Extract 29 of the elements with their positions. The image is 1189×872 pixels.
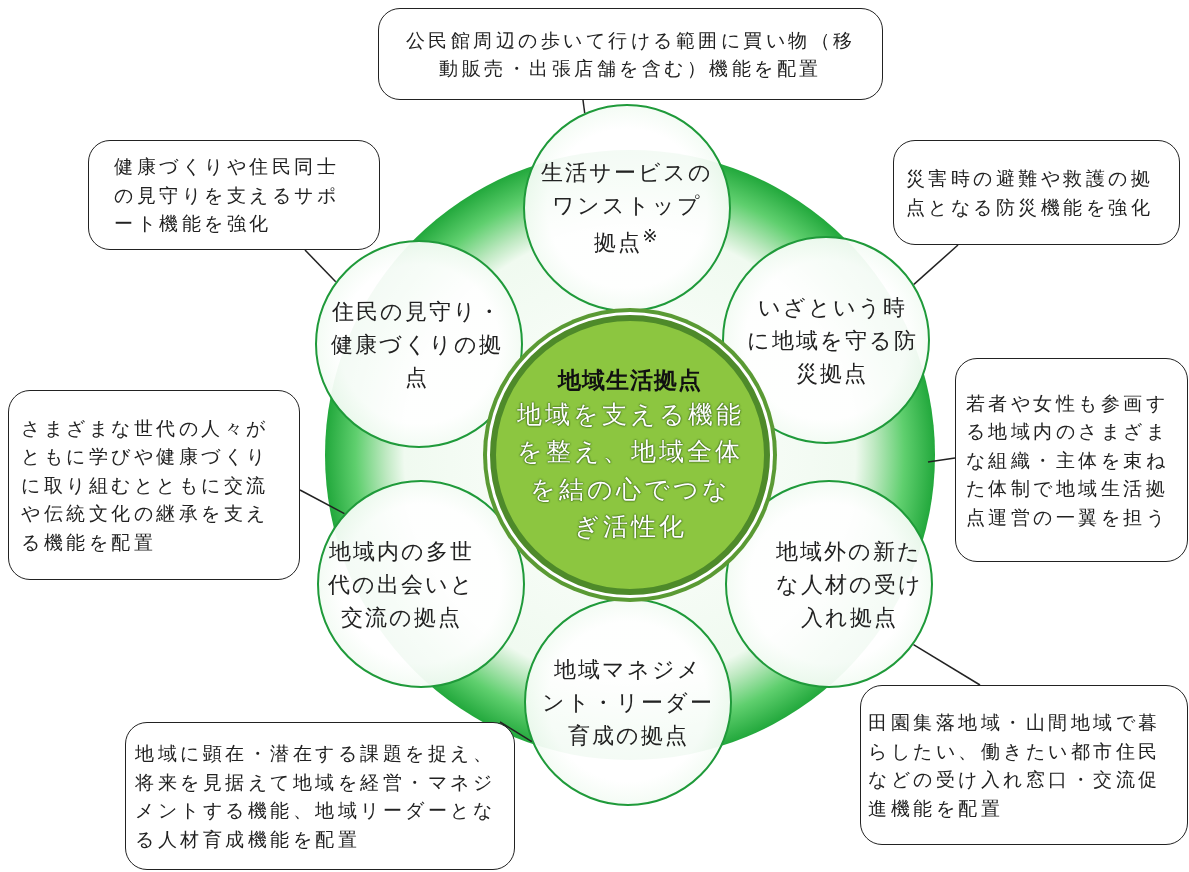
speech-bubble [378,8,883,100]
leader-line [499,721,533,743]
petal-label: 生活サービスのワンストップ拠点$^{※}$ [541,159,713,258]
petal-label: 地域外の新たな人材の受け入れ拠点 [774,537,924,632]
bubble-text: 地域に顕在・潜在する課題を捉え、将来を見据えて地域を経営・マネジメントする機能、地域リーダーとなる人材育成機能を配置 [135,741,496,852]
speech-bubble [893,140,1180,245]
leader-line [913,244,959,286]
bubble-text: さまざまな世代の人々がともに学びや健康づくりに取り組むとともに交流や伝統文化の継承を支える機能を配置 [21,415,270,555]
speech-bubble [860,685,1188,845]
bubble-text: 田園集落地域・山間地域で暮らしたい、働きたい都市住民などの受け入れ窓口・交流促進機能を配置 [868,710,1162,821]
circle-title: 地域生活拠点 [556,365,703,395]
petal-label: 地域内の多世代の出会いと交流の拠点 [326,537,476,632]
petal-label: 住民の見守り・健康づくりの拠点 [331,297,503,392]
bubble-text: 健康づくりや住民同士の見守りを支えるサポート機能を強化 [114,154,340,237]
bubble-text: 若者や女性も参画する地域内のさまざまな組織・主体を束ねた体制で地域生活拠点運営の一翼を担う [965,390,1169,530]
speech-bubble [955,358,1188,562]
speech-bubble [125,722,515,870]
speech-bubble [88,140,380,250]
petal-label: いざという時に地域を守る防災拠点 [746,293,918,388]
leader-line [912,643,981,686]
speech-bubble [8,390,300,580]
leader-line [927,457,956,463]
bubble-text: 公民館周辺の歩いて行ける範囲に買い物（移動販売・出張店舗を含む）機能を配置 [404,27,857,81]
leader-line [582,99,586,114]
leader-line [304,249,337,283]
petal-label: 地域マネジメント・リーダー育成の拠点 [542,655,714,750]
leader-line [299,489,346,515]
circle-text: 地域を支える機能を整え、地域全体を結の心でつなぎ活性化 [516,398,744,543]
bubble-text: 災害時の避難や救護の拠点となる防災機能を強化 [905,166,1154,220]
